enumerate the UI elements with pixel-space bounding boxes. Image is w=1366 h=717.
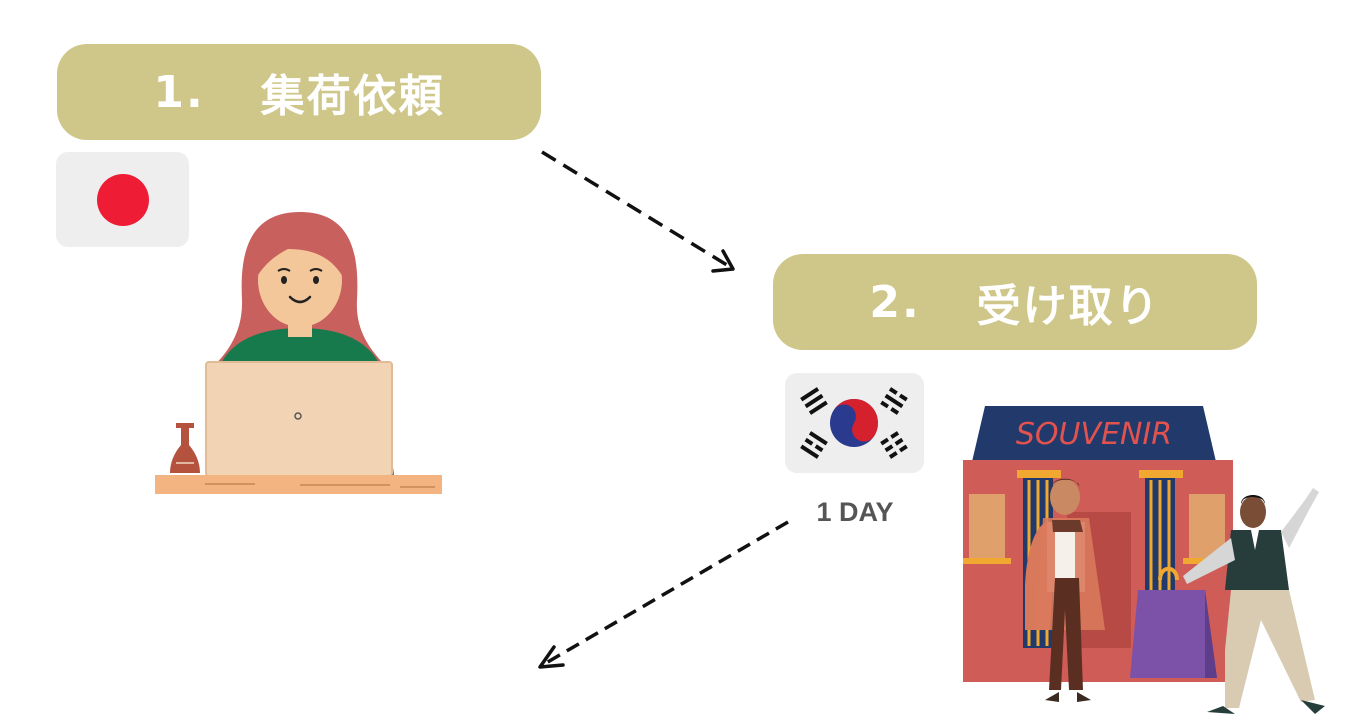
woman-with-laptop-illustration [155, 212, 442, 494]
step-2-number: 2. [869, 276, 921, 328]
shop-sign-text: SOUVENIR [1016, 417, 1172, 452]
japan-flag-icon [56, 152, 189, 247]
step-2-header: 2. 受け取り [773, 254, 1257, 350]
step-2-label: 受け取り [976, 281, 1161, 332]
dashed-arrow-down-left [538, 520, 789, 669]
souvenir-shop-illustration: SOUVENIR [963, 406, 1325, 714]
step-1-label: 集荷依頼 [260, 71, 445, 122]
step-1-header: 1. 集荷依頼 [57, 44, 541, 140]
dashed-arrow-to-step-2 [541, 150, 735, 273]
step-1-number: 1. [153, 66, 205, 118]
korea-flag-icon [785, 373, 924, 473]
delivery-duration-label: 1 DAY [816, 497, 894, 527]
